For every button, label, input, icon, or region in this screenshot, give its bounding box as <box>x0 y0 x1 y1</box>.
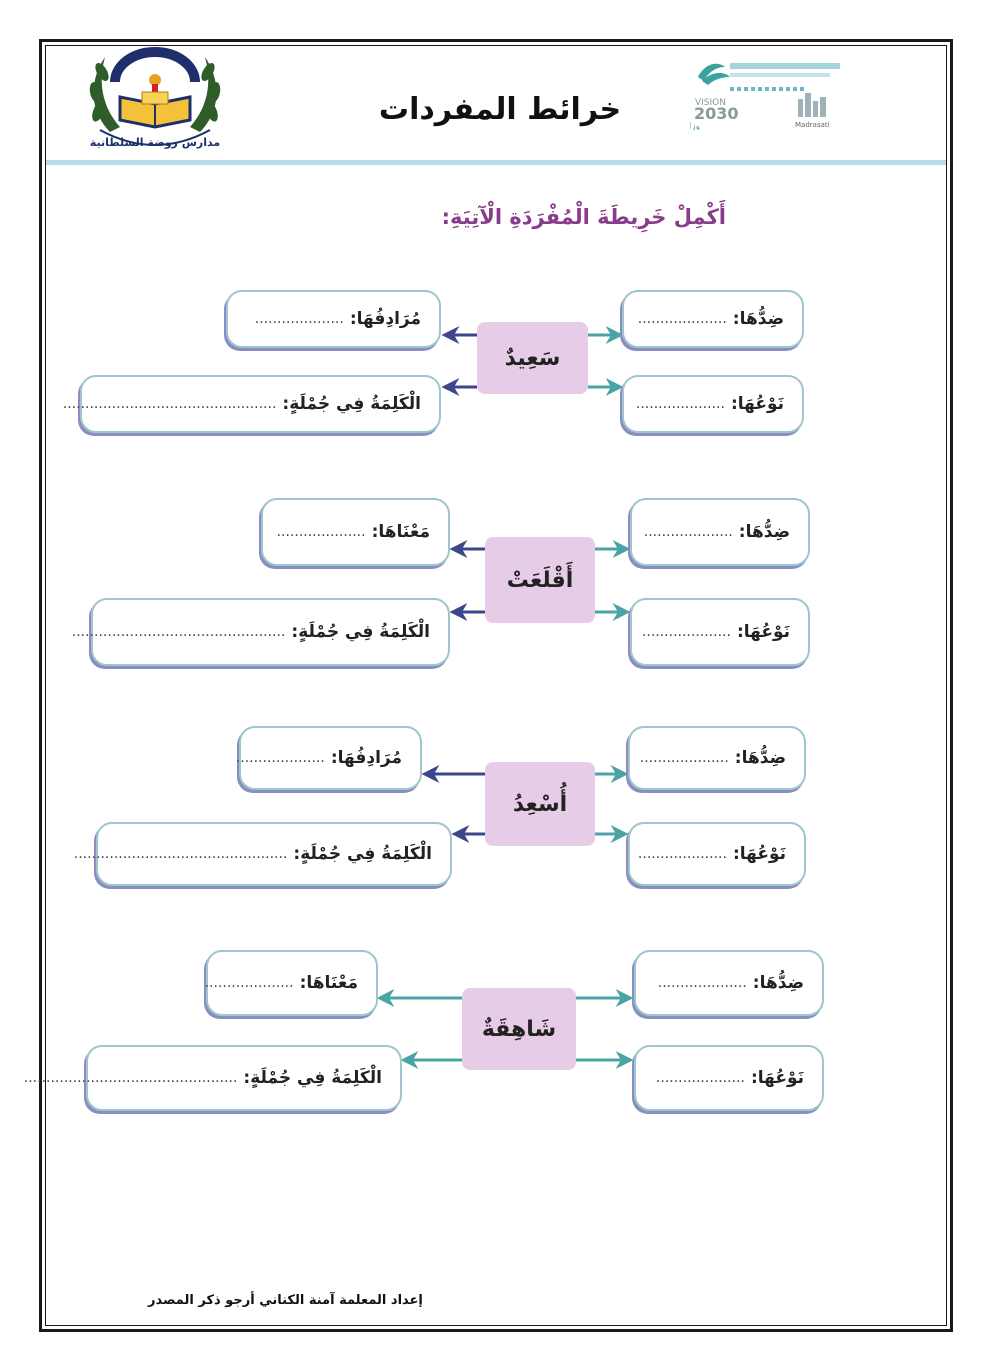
map-3-type-field[interactable]: نَوْعُهَا: .................... <box>628 822 806 886</box>
map-1-word: سَعِيدٌ <box>477 322 588 394</box>
map-1-sentence-blank: ........................................… <box>62 396 277 412</box>
map-3-synonym-blank: .................... <box>235 750 325 766</box>
map-2-sentence-field[interactable]: الْكَلِمَةُ فِي جُمْلَةٍ: ..............… <box>72 598 450 666</box>
school-logo: مدارس روضة السلطانية <box>89 47 221 149</box>
map-1-antonym-field[interactable]: ضِدُّهَا: .................... <box>622 290 804 348</box>
vision-2030-logo: VISION 2030 وزارة التعليم Madrasati <box>690 63 840 130</box>
map-2-word: أَقْلَعَتْ <box>485 537 595 623</box>
map-2-meaning-blank: .................... <box>276 524 366 540</box>
map-4-meaning-blank: .................... <box>204 975 294 991</box>
ministry-text: وزارة التعليم <box>690 122 700 130</box>
map-3-antonym-label: ضِدُّهَا: <box>734 748 786 768</box>
map-1-sentence-field[interactable]: الْكَلِمَةُ فِي جُمْلَةٍ: ..............… <box>63 375 441 433</box>
map-1-synonym-field[interactable]: مُرَادِفُهَا: .................... <box>226 290 441 348</box>
map-2-sentence-blank: ........................................… <box>71 624 286 640</box>
map-3-sentence-blank: ........................................… <box>73 846 288 862</box>
vision-year: 2030 <box>694 104 739 123</box>
map-4-type-label: نَوْعُهَا: <box>750 1068 804 1088</box>
map-2-antonym-label: ضِدُّهَا: <box>738 522 790 542</box>
map-1-type-label: نَوْعُهَا: <box>730 394 784 414</box>
map-4-type-field[interactable]: نَوْعُهَا: .................... <box>634 1045 824 1111</box>
map-4-sentence-field[interactable]: الْكَلِمَةُ فِي جُمْلَةٍ: ..............… <box>24 1045 402 1111</box>
map-1-antonym-label: ضِدُّهَا: <box>732 309 784 329</box>
map-3-antonym-field[interactable]: ضِدُّهَا: .................... <box>628 726 806 790</box>
map-4-meaning-field[interactable]: مَعْنَاهَا: .................... <box>204 950 378 1016</box>
map-2-sentence-label: الْكَلِمَةُ فِي جُمْلَةٍ: <box>291 622 430 642</box>
page-border-outer <box>39 39 953 1332</box>
map-4-antonym-label: ضِدُّهَا: <box>752 973 804 993</box>
map-4-word: شَاهِقَةٌ <box>462 988 576 1070</box>
map-2-antonym-field[interactable]: ضِدُّهَا: .................... <box>630 498 810 566</box>
map-4-sentence-blank: ........................................… <box>23 1070 238 1086</box>
map-2-antonym-blank: .................... <box>643 524 733 540</box>
map-2-type-label: نَوْعُهَا: <box>736 622 790 642</box>
map-4-sentence-label: الْكَلِمَةُ فِي جُمْلَةٍ: <box>243 1068 382 1088</box>
map-2-meaning-label: مَعْنَاهَا: <box>371 522 430 542</box>
map-2-type-blank: .................... <box>641 624 731 640</box>
map-4-antonym-blank: .................... <box>657 975 747 991</box>
instruction-heading: أَكْمِلْ خَرِيطَةَ الْمُفْرَدَةِ الْآتِي… <box>441 205 726 229</box>
map-2-type-field[interactable]: نَوْعُهَا: .................... <box>630 598 810 666</box>
school-logo-text: مدارس روضة السلطانية <box>90 136 220 149</box>
footer-credit: إعداد المعلمة آمنة الكناني أرجو ذكر المص… <box>148 1293 423 1308</box>
map-1-sentence-label: الْكَلِمَةُ فِي جُمْلَةٍ: <box>282 394 421 414</box>
map-1-type-blank: .................... <box>635 396 725 412</box>
map-3-antonym-blank: .................... <box>639 750 729 766</box>
map-1-synonym-blank: .................... <box>254 311 344 327</box>
map-1-type-field[interactable]: نَوْعُهَا: .................... <box>622 375 804 433</box>
vision-text: VISION <box>695 98 726 108</box>
header-divider <box>46 160 946 165</box>
page-title: خرائط المفردات <box>378 92 622 127</box>
map-2-meaning-field[interactable]: مَعْنَاهَا: .................... <box>261 498 450 566</box>
map-3-synonym-label: مُرَادِفُهَا: <box>330 748 402 768</box>
map-4-antonym-field[interactable]: ضِدُّهَا: .................... <box>634 950 824 1016</box>
map-3-synonym-field[interactable]: مُرَادِفُهَا: .................... <box>235 726 422 790</box>
map-3-sentence-field[interactable]: الْكَلِمَةُ فِي جُمْلَةٍ: ..............… <box>74 822 452 886</box>
madrasati-text: Madrasati <box>795 121 830 129</box>
map-3-word: أُسْعِدُ <box>485 762 595 846</box>
map-3-type-blank: .................... <box>637 846 727 862</box>
map-4-type-blank: .................... <box>655 1070 745 1086</box>
page-border-inner <box>45 45 947 1326</box>
map-3-sentence-label: الْكَلِمَةُ فِي جُمْلَةٍ: <box>293 844 432 864</box>
map-3-type-label: نَوْعُهَا: <box>732 844 786 864</box>
map-1-synonym-label: مُرَادِفُهَا: <box>349 309 421 329</box>
map-4-meaning-label: مَعْنَاهَا: <box>299 973 358 993</box>
map-1-antonym-blank: .................... <box>637 311 727 327</box>
